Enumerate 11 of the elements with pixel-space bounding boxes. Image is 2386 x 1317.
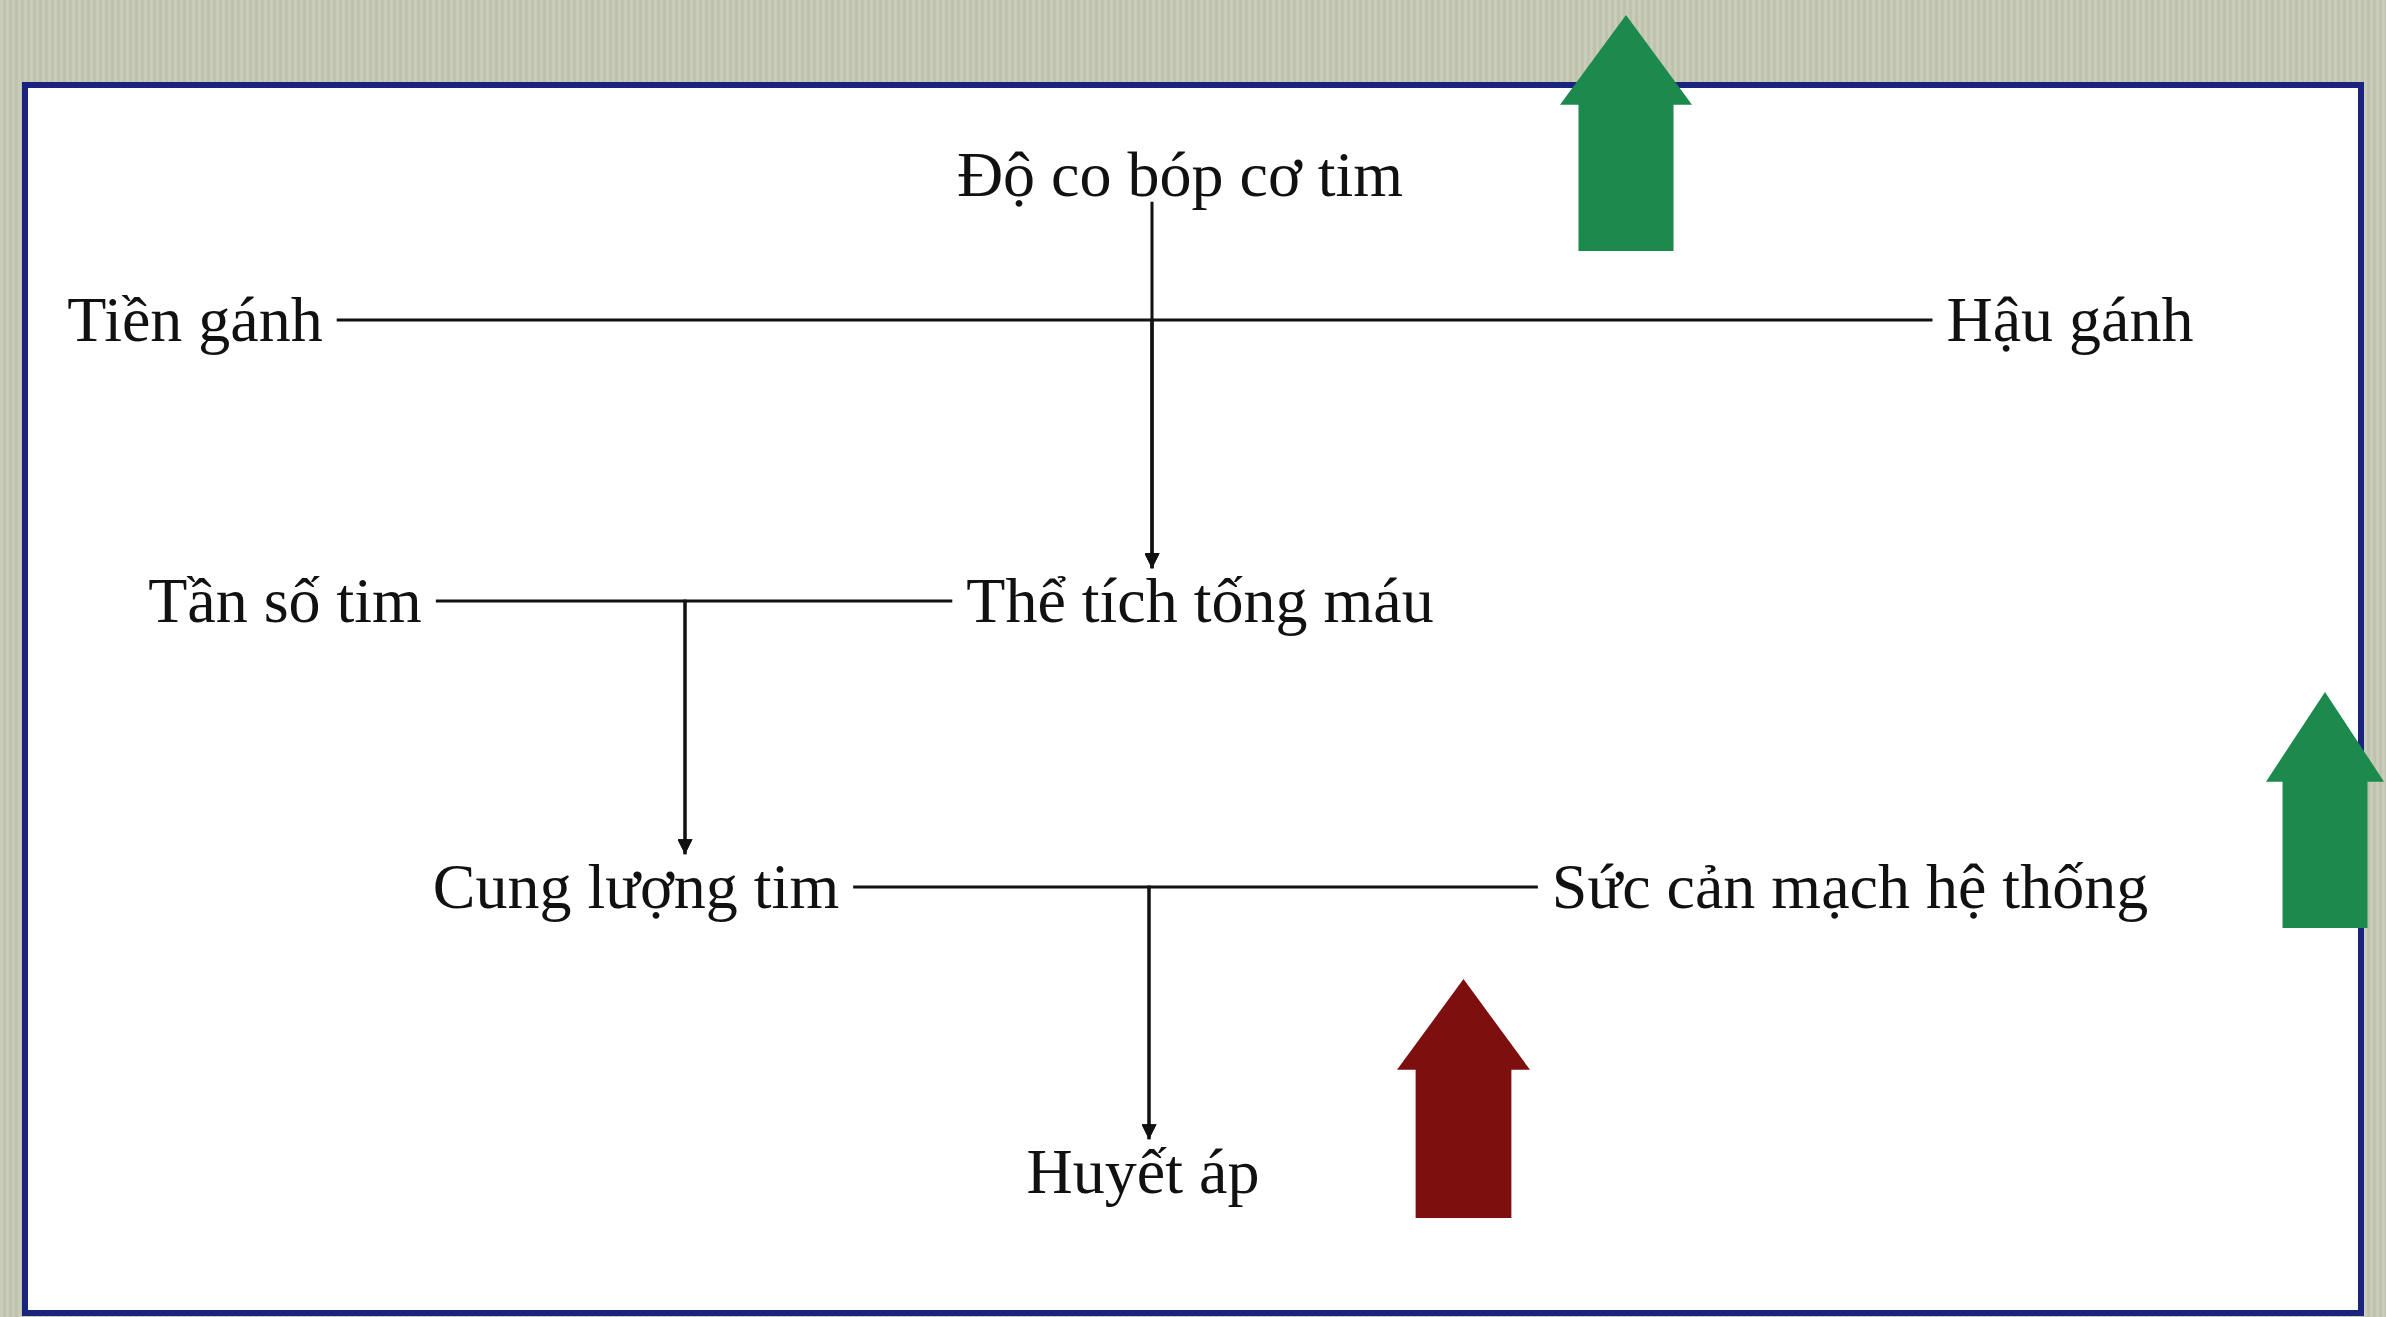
arrow: [1141, 885, 1538, 1140]
node-text: Tần số tim: [148, 564, 422, 638]
arrow: [677, 599, 953, 855]
arrow: [1144, 318, 1933, 569]
node-text: Độ co bóp cơ tim: [956, 138, 1404, 212]
node-text: Thể tích tống máu: [966, 564, 1434, 638]
node-text: Huyết áp: [1026, 1135, 1260, 1209]
node-text: Sức cản mạch hệ thống: [1551, 850, 2149, 924]
node-text: Cung lượng tim: [432, 850, 840, 924]
node-text: Hậu gánh: [1946, 283, 2194, 357]
node-text: Tiền gánh: [67, 283, 323, 357]
